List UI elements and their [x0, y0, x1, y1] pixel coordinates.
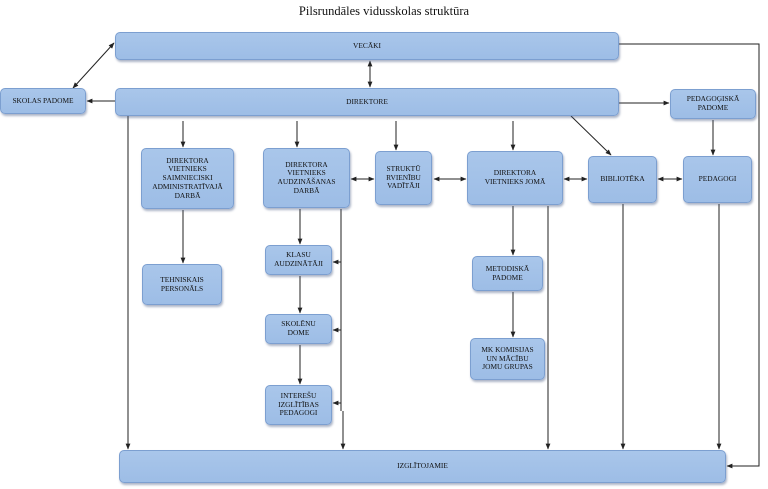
node-dv-joma: DIREKTORA VIETNIEKS JOMĀ — [467, 151, 563, 205]
diagram-title: Pilsrundāles vidusskolas struktūra — [298, 4, 470, 18]
node-skolenu: SKOLĒNU DOME — [265, 314, 332, 344]
node-mk-komisijas: MK KOMISIJAS UN MĀCĪBU JOMU GRUPAS — [470, 338, 545, 380]
node-dv-saimnieciski: DIREKTORA VIETNIEKS SAIMNIECISKI ADMINIS… — [141, 148, 234, 209]
node-biblioteka: BIBLIOTĒKA — [588, 156, 657, 203]
edge-direktore-biblioteka — [570, 115, 612, 156]
node-tehniskais: TEHNISKAIS PERSONĀLS — [142, 264, 222, 305]
node-intereshu: INTEREŠU IZGLĪTĪBAS PEDAGOGI — [265, 385, 332, 425]
node-direktore: DIREKTORE — [115, 88, 619, 116]
node-dv-audzinasanas: DIREKTORA VIETNIEKS AUDZINĀŠANAS DARBĀ — [263, 148, 350, 208]
node-pedagogi: PEDAGOGI — [683, 156, 752, 203]
node-klasu: KLASU AUDZINĀTĀJI — [265, 245, 332, 275]
node-skolas-padome: SKOLAS PADOME — [0, 88, 86, 114]
edge-vecaki-skolas-padome — [72, 42, 115, 89]
node-vecaki: VECĀKI — [115, 32, 619, 60]
node-strukturvienibu: STRUKTŪ RVIENĪBU VADĪTĀJI — [375, 151, 432, 205]
edge-vecaki-izglitojamie — [619, 43, 760, 469]
node-pedagogiska-padome: PEDAGOĢISKĀ PADOME — [670, 89, 756, 119]
node-metodiska: METODISKĀ PADOME — [472, 256, 543, 291]
node-izglitojamie: IZGLĪTOJAMIE — [119, 450, 726, 483]
